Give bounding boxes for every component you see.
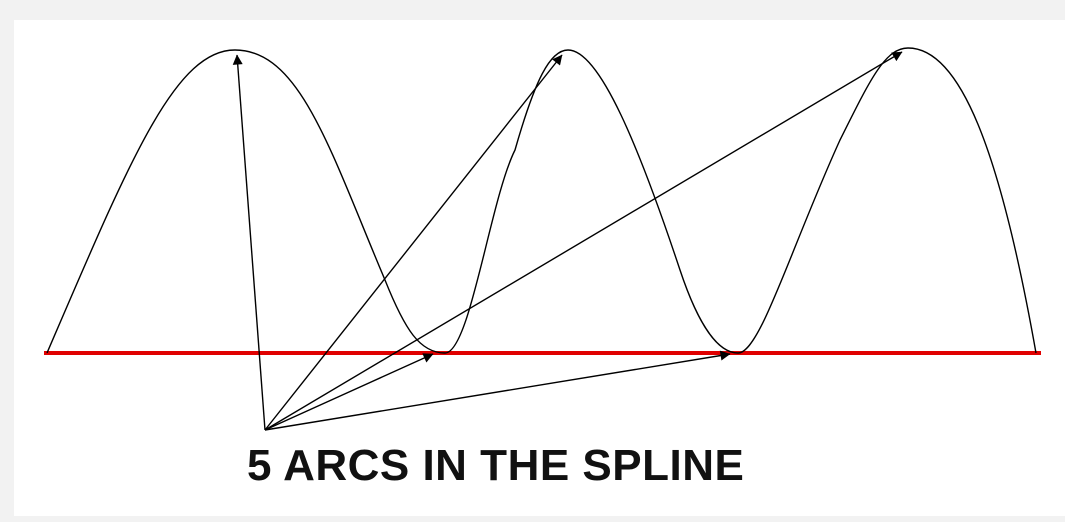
diagram-caption: 5 ARCS IN THE SPLINE bbox=[247, 441, 745, 490]
arrow-to-valley-2 bbox=[264, 350, 731, 431]
arrow-to-peak-2 bbox=[264, 54, 563, 431]
arc-arrows bbox=[232, 51, 903, 431]
arrow-to-peak-1 bbox=[232, 54, 266, 431]
diagram-canvas bbox=[14, 20, 1065, 516]
spline-curve bbox=[46, 47, 1037, 354]
arrow-to-valley-1 bbox=[264, 353, 434, 431]
arrow-to-peak-3 bbox=[264, 51, 903, 431]
